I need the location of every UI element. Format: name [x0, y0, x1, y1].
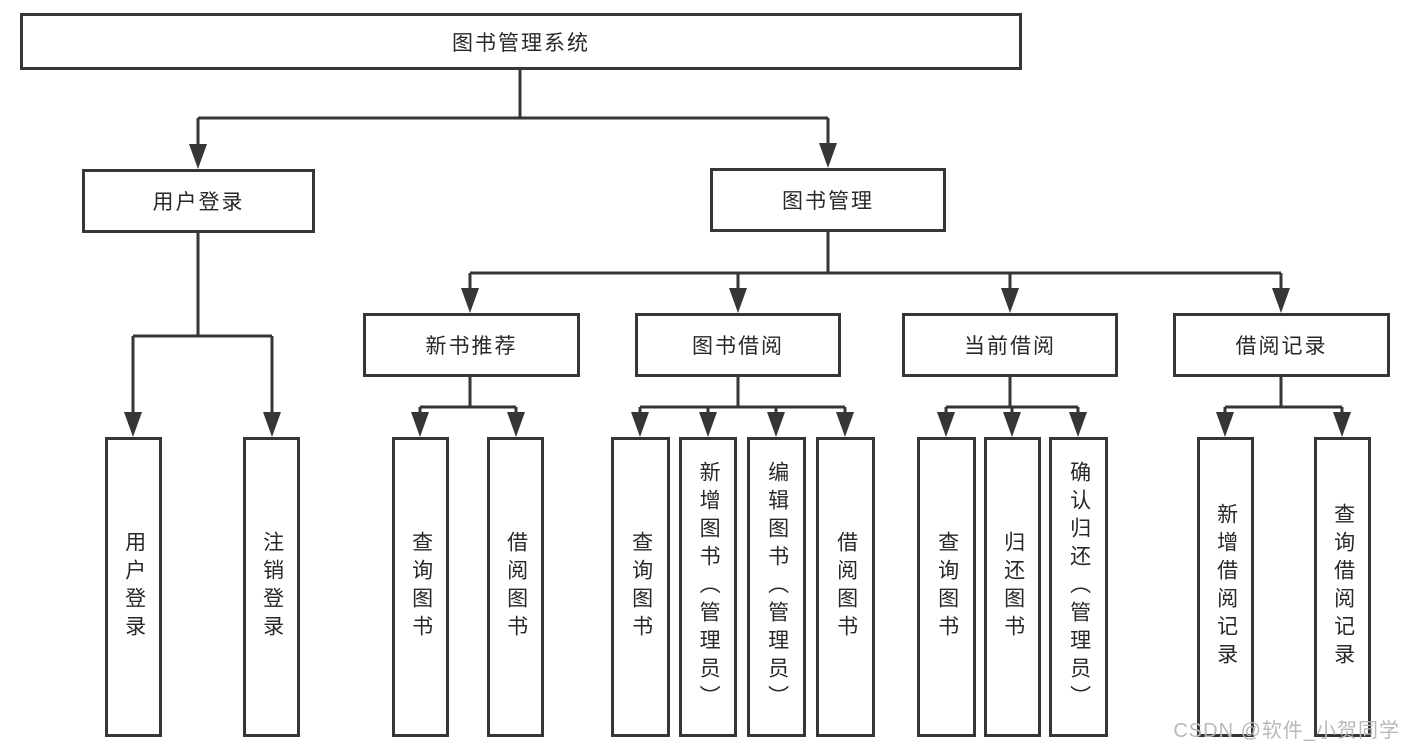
node-book-management: 图书管理 — [710, 168, 946, 232]
node-cb-confirm-return: 确认归还（管理员） — [1049, 437, 1108, 737]
node-book-management-system: 图书管理系统 — [20, 13, 1022, 70]
node-rec-query-books-label: 查询图书 — [409, 531, 433, 643]
node-cb-return-books-label: 归还图书 — [1001, 531, 1025, 643]
node-leaf-user-login: 用户登录 — [105, 437, 162, 737]
node-rec-query-books: 查询图书 — [392, 437, 449, 737]
node-br-query-record: 查询借阅记录 — [1314, 437, 1371, 737]
node-cb-query-books: 查询图书 — [917, 437, 976, 737]
node-book-borrowing: 图书借阅 — [635, 313, 841, 377]
node-bb-add-books-label: 新增图书（管理员） — [697, 461, 721, 713]
node-leaf-user-login-label: 用户登录 — [122, 531, 146, 643]
node-leaf-logout-label: 注销登录 — [260, 531, 284, 643]
node-cb-confirm-return-label: 确认归还（管理员） — [1067, 461, 1091, 713]
node-br-query-record-label: 查询借阅记录 — [1331, 503, 1355, 671]
node-borrowing-records: 借阅记录 — [1173, 313, 1390, 377]
node-current-borrowing: 当前借阅 — [902, 313, 1118, 377]
node-rec-borrow-books-label: 借阅图书 — [504, 531, 528, 643]
node-bb-edit-books-label: 编辑图书（管理员） — [765, 461, 789, 713]
node-br-add-record: 新增借阅记录 — [1197, 437, 1254, 737]
node-rec-borrow-books: 借阅图书 — [487, 437, 544, 737]
node-bb-borrow-books-label: 借阅图书 — [834, 531, 858, 643]
node-cb-query-books-label: 查询图书 — [935, 531, 959, 643]
node-user-login: 用户登录 — [82, 169, 315, 233]
node-cb-return-books: 归还图书 — [984, 437, 1041, 737]
node-bb-query-books: 查询图书 — [611, 437, 670, 737]
node-bb-borrow-books: 借阅图书 — [816, 437, 875, 737]
node-new-book-recommend: 新书推荐 — [363, 313, 580, 377]
node-br-add-record-label: 新增借阅记录 — [1214, 503, 1238, 671]
node-bb-query-books-label: 查询图书 — [629, 531, 653, 643]
node-leaf-logout: 注销登录 — [243, 437, 300, 737]
node-bb-add-books: 新增图书（管理员） — [679, 437, 737, 737]
node-bb-edit-books: 编辑图书（管理员） — [747, 437, 806, 737]
watermark: CSDN @软件_小贺同学 — [1173, 720, 1400, 742]
